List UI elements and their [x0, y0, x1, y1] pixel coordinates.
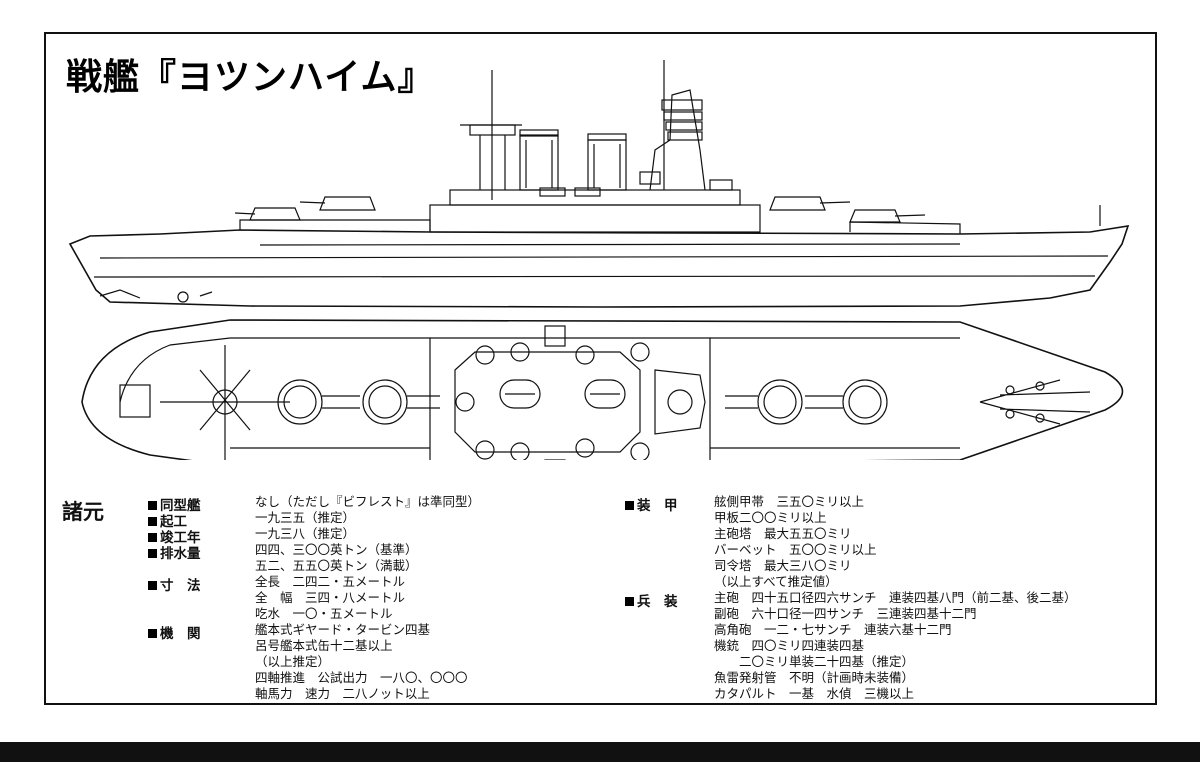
spec-value: 一九三五（推定） — [255, 510, 356, 525]
bullet-square — [625, 501, 634, 510]
spec-value: 甲板二〇〇ミリ以上 — [714, 510, 827, 525]
spec-value: （以上すべて推定値） — [714, 574, 838, 589]
bullet-square — [625, 597, 634, 606]
spec-label-text: 機 関 — [160, 626, 201, 642]
specs-heading: 諸元 — [62, 500, 104, 524]
spec-value: なし（ただし『ビフレスト』は準同型） — [255, 494, 481, 509]
spec-label-text: 竣工年 — [160, 530, 201, 546]
spec-label-text: 寸 法 — [160, 578, 201, 594]
spec-label-armor: 装 甲 — [625, 494, 678, 514]
spec-label-text: 起工 — [160, 514, 187, 530]
spec-value: 副砲 六十口径一四サンチ 三連装四基十二門 — [714, 606, 977, 621]
spec-value: 四四、三〇〇英トン（基準） — [255, 542, 418, 557]
bullet-square — [148, 581, 157, 590]
spec-label-machinery: 機 関 — [148, 622, 201, 642]
spec-label-text: 同型艦 — [160, 498, 201, 514]
battleship-drawing — [68, 60, 1130, 460]
bullet-square — [148, 517, 157, 526]
spec-label-completed: 竣工年 — [148, 526, 201, 546]
spec-label-armament: 兵 装 — [625, 590, 678, 610]
spec-value: 主砲 四十五口径四六サンチ 連装四基八門（前二基、後二基） — [714, 590, 1077, 605]
bullet-square — [148, 501, 157, 510]
diagram-title: 戦艦『ヨツンハイム』 — [66, 57, 435, 98]
spec-value: 吃水 一〇・五メートル — [255, 606, 393, 621]
spec-value: 舷側甲帯 三五〇ミリ以上 — [714, 494, 865, 509]
spec-value: 全 幅 三四・八メートル — [255, 590, 406, 605]
spec-label-text: 兵 装 — [637, 594, 678, 610]
spec-label-displacement: 排水量 — [148, 542, 201, 562]
plan-view — [81, 319, 1124, 460]
spec-value: 機銃 四〇ミリ四連装四基 — [714, 638, 865, 653]
spec-value: 艦本式ギヤード・タービン四基 — [255, 622, 431, 637]
spec-value: 司令塔 最大三八〇ミリ — [714, 558, 852, 573]
spec-value: 魚雷発射管 不明（計画時未装備） — [714, 670, 915, 685]
side-profile-view — [68, 60, 1130, 308]
spec-value: 五二、五五〇英トン（満載） — [255, 558, 418, 573]
spec-label-laid-down: 起工 — [148, 510, 187, 530]
spec-value: （以上推定） — [255, 654, 331, 669]
spec-value: 軸馬力 速力 二八ノット以上 — [255, 686, 430, 701]
spec-label-dimensions: 寸 法 — [148, 574, 201, 594]
spec-value: 呂号艦本式缶十二基以上 — [255, 638, 393, 653]
spec-label-text: 装 甲 — [637, 498, 678, 514]
bottom-bar — [0, 742, 1200, 762]
spec-value: バーベット 五〇〇ミリ以上 — [714, 542, 877, 557]
spec-value: カタパルト 一基 水偵 三機以上 — [714, 686, 915, 701]
spec-value: 一九三八（推定） — [255, 526, 356, 541]
spec-value: 全長 二四二・五メートル — [255, 574, 406, 589]
spec-value: 高角砲 一二・七サンチ 連装六基十二門 — [714, 622, 952, 637]
spec-value: 主砲塔 最大五五〇ミリ — [714, 526, 852, 541]
diagram-frame — [44, 32, 1157, 705]
spec-value: 二〇ミリ単装二十四基（推定） — [714, 654, 915, 669]
bullet-square — [148, 533, 157, 542]
bullet-square — [148, 629, 157, 638]
spec-value: 四軸推進 公試出力 一八〇、〇〇〇 — [255, 670, 468, 685]
spec-label-text: 排水量 — [160, 546, 201, 562]
bullet-square — [148, 549, 157, 558]
spec-label-sister-ship: 同型艦 — [148, 494, 201, 514]
